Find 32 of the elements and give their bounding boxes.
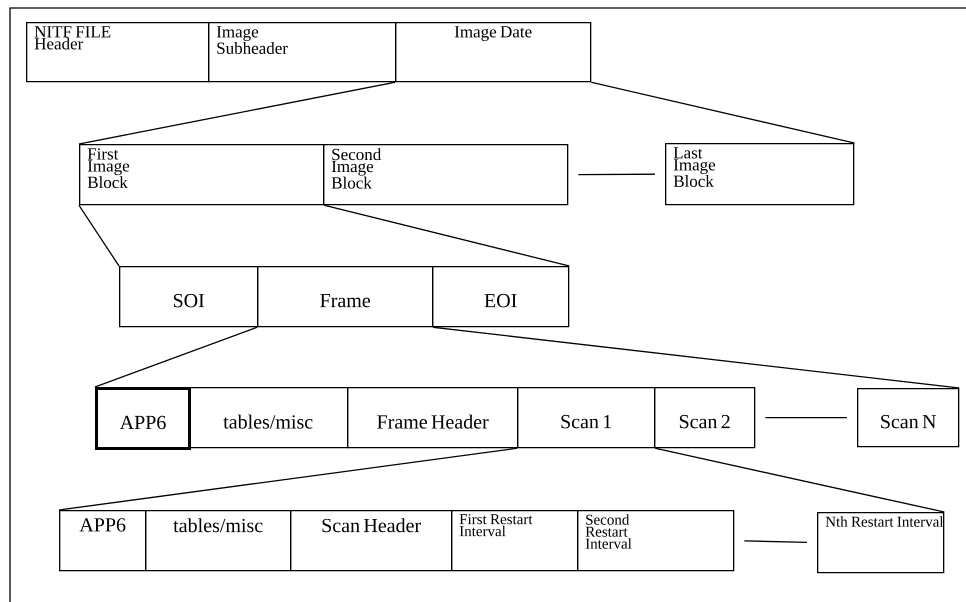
field-cell: Image Subheader [208, 22, 396, 82]
field-cell: tables/misc [188, 387, 348, 448]
field-cell: Scan 1 [517, 387, 656, 448]
field-cell: Nth Restart Interval [817, 512, 944, 574]
field-cell: EOI [432, 266, 570, 328]
field-cell: tables/misc [145, 510, 292, 572]
field-cell: Second Image Block [323, 144, 568, 206]
connector-line [765, 417, 847, 418]
field-cell: APP6 [95, 387, 191, 450]
connector-line [578, 174, 655, 176]
field-cell: SOI [119, 266, 258, 328]
field-cell: Frame Header [347, 387, 518, 448]
field-cell: Scan N [857, 388, 960, 448]
expansion-line [58, 448, 518, 511]
field-cell: First Image Block [79, 144, 324, 206]
expansion-line [324, 204, 570, 267]
expansion-line [433, 326, 960, 389]
expansion-line [78, 82, 396, 145]
expansion-line [78, 204, 120, 266]
field-cell: Scan Header [290, 510, 452, 572]
field-cell: Frame [257, 266, 434, 328]
expansion-line [591, 82, 854, 144]
field-cell: NITF FILE Header [26, 22, 210, 82]
expansion-line [655, 448, 944, 513]
field-cell: First Restart Interval [451, 510, 578, 572]
field-cell: Image Date [395, 22, 592, 82]
connector-line [744, 540, 808, 544]
field-cell: Second Restart Interval [577, 510, 734, 572]
field-cell: APP6 [59, 510, 146, 572]
field-cell: Last Image Block [665, 143, 854, 206]
field-cell: Scan 2 [654, 387, 756, 448]
expansion-line [94, 326, 258, 388]
